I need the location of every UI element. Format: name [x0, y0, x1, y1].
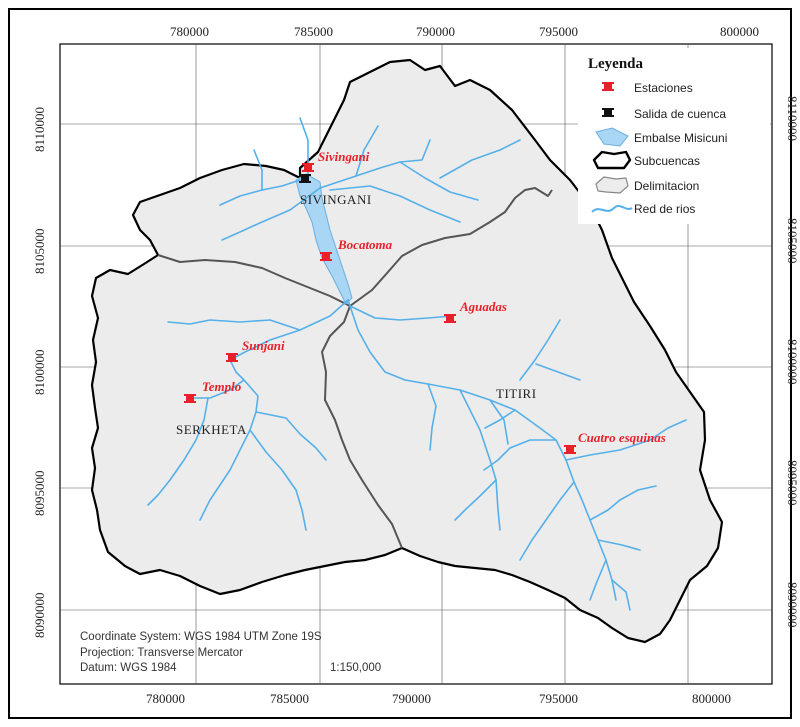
station-marker-icon	[564, 445, 576, 454]
y-tick-label: 8100000	[32, 350, 47, 396]
reservoir-icon	[595, 127, 629, 147]
station-sivingani[interactable]: Sivingani	[302, 149, 370, 172]
subbasin-label-sivingani: SIVINGANI	[300, 192, 372, 207]
y-tick-label: 8090000	[32, 593, 47, 639]
legend-item: Embalse Misicuni	[595, 127, 727, 147]
station-aguadas[interactable]: Aguadas	[444, 299, 507, 323]
y-tick-label: 8100000	[785, 339, 800, 385]
station-marker-icon	[226, 353, 238, 362]
legend-label: Salida de cuenca	[634, 107, 726, 121]
river-network	[147, 117, 687, 611]
station-label: Sunjani	[242, 338, 285, 353]
basin-delimitation	[90, 58, 724, 644]
delimitation-icon	[595, 176, 629, 194]
reservoir-misicuni	[295, 173, 353, 305]
x-tick-label: 800000	[692, 691, 731, 706]
legend-item: Subcuencas	[592, 150, 700, 170]
y-tick-label: 8090000	[785, 582, 800, 628]
y-tick-label: 8110000	[785, 96, 800, 141]
subbasin-boundaries	[157, 187, 553, 549]
x-tick-label: 780000	[146, 691, 185, 706]
x-tick-label: 795000	[539, 691, 578, 706]
x-tick-label: 795000	[539, 24, 578, 39]
x-tick-label: 785000	[294, 24, 333, 39]
x-tick-label: 780000	[170, 24, 209, 39]
subbasin-label-serkheta: SERKHETA	[176, 422, 247, 437]
y-tick-label: 8110000	[32, 107, 47, 152]
x-tick-label: 800000	[720, 24, 759, 39]
y-ticks-left: 8110000 8105000 8100000 8095000 8090000	[32, 107, 47, 638]
station-marker-icon	[444, 314, 456, 323]
legend-item: Salida de cuenca	[602, 107, 726, 121]
basin-outlet-marker	[299, 174, 311, 183]
map-info: Coordinate System: WGS 1984 UTM Zone 19S…	[80, 631, 381, 674]
station-marker-icon	[602, 82, 614, 91]
y-ticks-right: 8110000 8105000 8100000 8095000 8090000	[785, 96, 800, 628]
station-sunjani[interactable]: Sunjani	[226, 338, 285, 362]
y-tick-label: 8105000	[785, 218, 800, 264]
x-ticks-bottom: 780000 785000 790000 795000 800000	[146, 691, 731, 706]
legend-label: Red de rios	[634, 202, 695, 216]
legend-title: Leyenda	[588, 56, 644, 72]
coordinate-system-text: Coordinate System: WGS 1984 UTM Zone 19S	[80, 631, 322, 643]
station-marker-icon	[184, 394, 196, 403]
station-label: Templo	[202, 379, 242, 394]
x-tick-label: 790000	[392, 691, 431, 706]
legend-item: Delimitacion	[595, 176, 699, 194]
legend-label: Delimitacion	[634, 179, 699, 193]
legend-item: Red de rios	[591, 202, 695, 216]
scale-text: 1:150,000	[330, 662, 381, 674]
x-tick-label: 785000	[270, 691, 309, 706]
x-tick-label: 790000	[416, 24, 455, 39]
outlet-marker-icon	[602, 108, 614, 117]
legend-item: Estaciones	[602, 81, 693, 95]
projection-text: Projection: Transverse Mercator	[80, 647, 243, 659]
station-label: Bocatoma	[337, 237, 393, 252]
station-marker-icon	[320, 252, 332, 261]
stations-layer: Sivingani Bocatoma Aguadas Su	[184, 149, 666, 454]
legend-label: Embalse Misicuni	[634, 131, 727, 145]
subbasin-icon	[592, 150, 632, 170]
legend-label: Estaciones	[634, 81, 693, 95]
station-cuatro-esquinas[interactable]: Cuatro esquinas	[564, 430, 666, 454]
station-templo[interactable]: Templo	[184, 379, 242, 403]
river-icon	[591, 205, 633, 213]
subbasin-label-titiri: TITIRI	[496, 386, 537, 401]
station-label: Cuatro esquinas	[578, 430, 666, 445]
y-tick-label: 8095000	[785, 460, 800, 506]
station-bocatoma[interactable]: Bocatoma	[320, 237, 393, 261]
station-label: Sivingani	[318, 149, 370, 164]
y-tick-label: 8105000	[32, 229, 47, 275]
y-tick-label: 8095000	[32, 471, 47, 517]
datum-text: Datum: WGS 1984	[80, 662, 177, 674]
legend: Leyenda Estaciones Salida de cuenca Emba…	[578, 48, 770, 224]
station-marker-icon	[302, 163, 314, 172]
x-ticks-top: 780000 785000 790000 795000 800000	[170, 24, 759, 39]
station-label: Aguadas	[459, 299, 507, 314]
legend-label: Subcuencas	[634, 154, 700, 168]
